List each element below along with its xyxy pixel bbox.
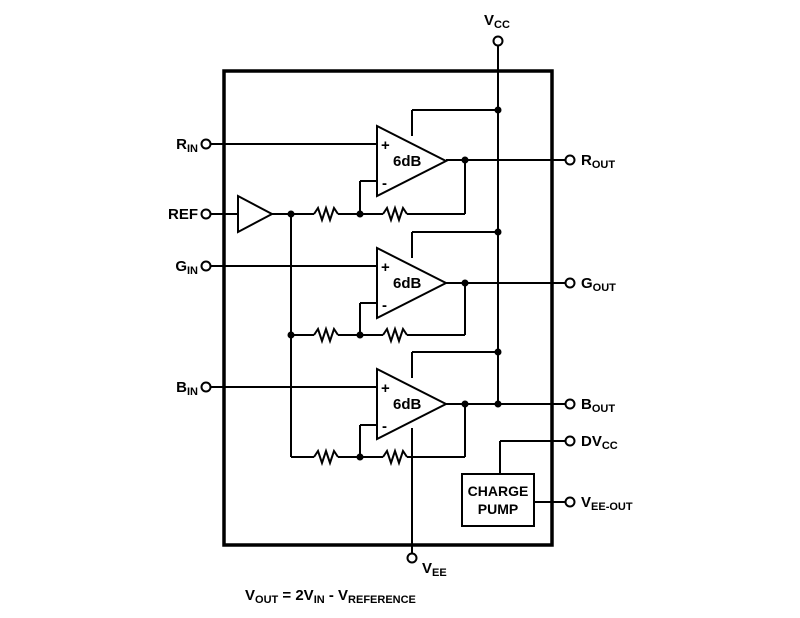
amp-labels: + - 6dB + - 6dB + - 6dB bbox=[381, 137, 422, 435]
pin-r-out bbox=[564, 154, 576, 166]
resistor-g1 bbox=[313, 325, 339, 345]
label-g-in: GIN bbox=[175, 258, 198, 277]
amp-b-minus: - bbox=[382, 418, 387, 435]
label-r-in: RIN bbox=[176, 136, 198, 155]
amp-g-gain: 6dB bbox=[393, 275, 422, 292]
charge-pump: CHARGE PUMP bbox=[461, 440, 565, 527]
ref-buffer-triangle bbox=[237, 194, 275, 234]
amp-r-plus: + bbox=[381, 137, 390, 154]
amp-b-gain: 6dB bbox=[393, 396, 422, 413]
pin-r-in bbox=[200, 138, 212, 150]
label-vcc: VCC bbox=[484, 12, 510, 31]
resistor-b2 bbox=[382, 447, 408, 467]
pin-vee-out bbox=[564, 496, 576, 508]
amp-g bbox=[376, 246, 449, 320]
pin-vee bbox=[406, 552, 418, 564]
resistor-r1 bbox=[313, 204, 339, 224]
g-channel bbox=[210, 246, 565, 345]
label-vee-out: VEE-OUT bbox=[581, 494, 633, 513]
label-b-out: BOUT bbox=[581, 396, 615, 415]
resistor-b1 bbox=[313, 447, 339, 467]
transfer-formula: VOUT = 2VIN - VREFERENCE bbox=[245, 587, 416, 606]
pin-g-out bbox=[564, 277, 576, 289]
pin-b-out bbox=[564, 398, 576, 410]
r-channel bbox=[210, 124, 565, 224]
pins bbox=[200, 35, 576, 564]
chip-outline bbox=[222, 69, 554, 547]
label-dv-cc: DVCC bbox=[581, 433, 618, 452]
amp-r-gain: 6dB bbox=[393, 153, 422, 170]
pin-dv-cc bbox=[564, 435, 576, 447]
resistor-r2 bbox=[382, 204, 408, 224]
label-r-out: ROUT bbox=[581, 152, 615, 171]
pin-vcc bbox=[492, 35, 504, 47]
pin-g-in bbox=[200, 260, 212, 272]
label-vee: VEE bbox=[422, 560, 447, 579]
pin-ref bbox=[200, 208, 212, 220]
amp-r-minus: - bbox=[382, 175, 387, 192]
pin-b-in bbox=[200, 381, 212, 393]
amp-b-plus: + bbox=[381, 380, 390, 397]
amp-g-plus: + bbox=[381, 259, 390, 276]
pin-labels: VCC RIN REF GIN BIN ROUT GOUT BOUT DVCC … bbox=[168, 12, 633, 579]
amp-b bbox=[376, 367, 449, 441]
b-channel bbox=[210, 367, 565, 467]
amp-g-minus: - bbox=[382, 297, 387, 314]
charge-pump-line2: PUMP bbox=[478, 501, 518, 517]
charge-pump-line1: CHARGE bbox=[468, 483, 529, 499]
label-ref: REF bbox=[168, 206, 198, 223]
amp-r bbox=[376, 124, 449, 198]
resistor-g2 bbox=[382, 325, 408, 345]
vcc-rail bbox=[411, 46, 502, 404]
label-g-out: GOUT bbox=[581, 275, 616, 294]
label-b-in: BIN bbox=[176, 379, 198, 398]
